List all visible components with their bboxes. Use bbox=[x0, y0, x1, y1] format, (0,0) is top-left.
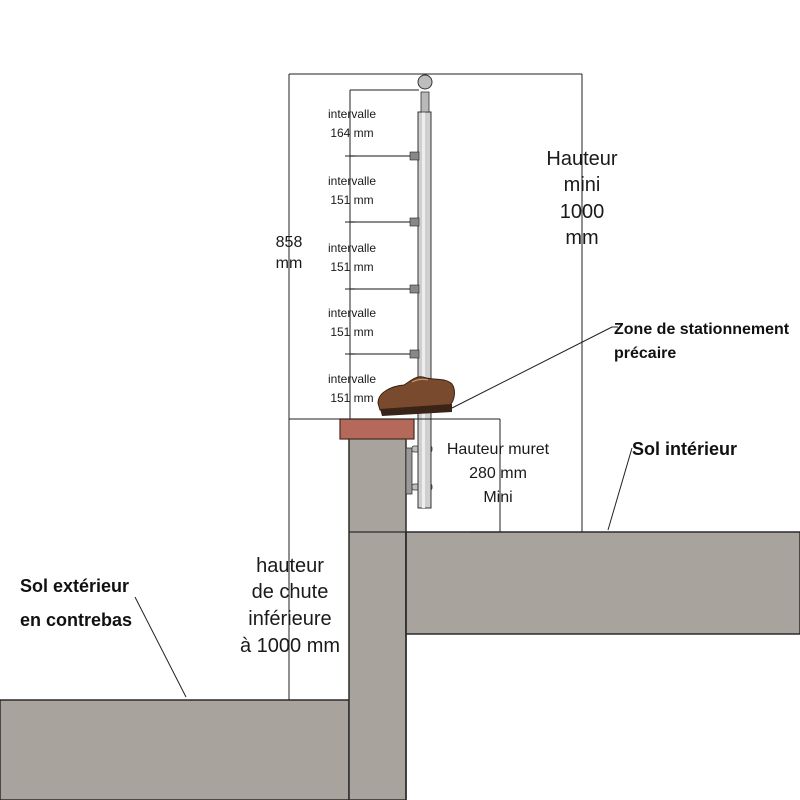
svg-text:Sol extérieur: Sol extérieur bbox=[20, 576, 129, 596]
svg-text:intervalle: intervalle bbox=[328, 174, 376, 188]
svg-text:Zone de stationnement: Zone de stationnement bbox=[614, 321, 790, 338]
horizontal-rails bbox=[350, 151, 420, 359]
svg-text:mm: mm bbox=[565, 227, 598, 249]
svg-text:Hauteur: Hauteur bbox=[546, 148, 617, 170]
hauteur-muret-label: Hauteur muret 280 mm Mini bbox=[447, 441, 550, 506]
shoe-icon bbox=[377, 376, 455, 416]
svg-text:858: 858 bbox=[276, 234, 303, 251]
sol-exterieur-label: Sol extérieur en contrebas bbox=[20, 576, 132, 630]
svg-text:inférieure: inférieure bbox=[248, 608, 331, 630]
hauteur-chute-label: hauteur de chute inférieure à 1000 mm bbox=[240, 555, 340, 657]
svg-text:151 mm: 151 mm bbox=[330, 193, 373, 207]
svg-text:intervalle: intervalle bbox=[328, 241, 376, 255]
svg-text:hauteur: hauteur bbox=[256, 555, 324, 577]
leader-lines bbox=[134, 326, 633, 698]
svg-text:Hauteur muret: Hauteur muret bbox=[447, 441, 550, 458]
concrete-structure bbox=[0, 437, 800, 800]
exterior-ground-slab bbox=[0, 699, 350, 800]
svg-text:à 1000 mm: à 1000 mm bbox=[240, 635, 340, 657]
svg-text:280 mm: 280 mm bbox=[469, 465, 527, 482]
wall-coping bbox=[339, 418, 415, 440]
svg-text:mm: mm bbox=[276, 255, 303, 272]
svg-text:intervalle: intervalle bbox=[328, 107, 376, 121]
wall bbox=[348, 437, 407, 800]
svg-text:mini: mini bbox=[564, 174, 601, 196]
svg-text:151 mm: 151 mm bbox=[330, 325, 373, 339]
svg-text:151 mm: 151 mm bbox=[330, 391, 373, 405]
sol-interieur-label: Sol intérieur bbox=[632, 439, 737, 459]
zone-stationnement-label: Zone de stationnement précaire bbox=[614, 321, 790, 362]
total-height-label: 858 mm bbox=[276, 234, 303, 272]
svg-text:1000: 1000 bbox=[560, 201, 605, 223]
interval-labels: intervalle 164 mm intervalle 151 mm inte… bbox=[328, 107, 376, 405]
svg-text:151 mm: 151 mm bbox=[330, 260, 373, 274]
svg-text:en contrebas: en contrebas bbox=[20, 610, 132, 630]
hauteur-mini-label: Hauteur mini 1000 mm bbox=[546, 148, 617, 249]
svg-text:intervalle: intervalle bbox=[328, 372, 376, 386]
svg-text:164 mm: 164 mm bbox=[330, 126, 373, 140]
dimension-lines bbox=[288, 73, 583, 700]
svg-text:de chute: de chute bbox=[252, 581, 329, 603]
handrail-ball bbox=[417, 74, 433, 90]
interior-floor-slab bbox=[405, 531, 800, 635]
svg-text:intervalle: intervalle bbox=[328, 306, 376, 320]
svg-text:précaire: précaire bbox=[614, 345, 676, 362]
svg-text:Mini: Mini bbox=[483, 489, 512, 506]
